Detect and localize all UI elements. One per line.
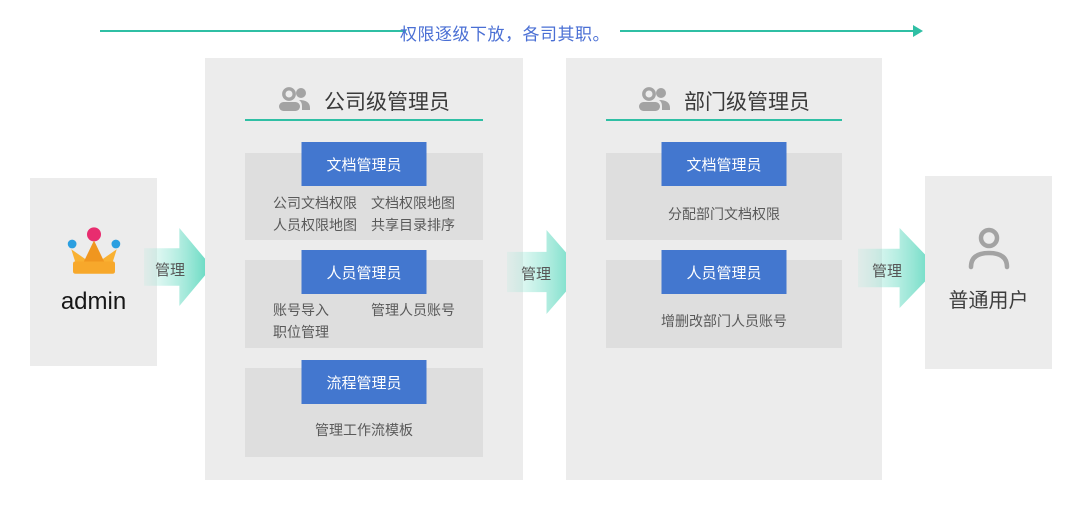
company-workflow-admin-button: 流程管理员 [301, 360, 427, 404]
duty-line: 增删改部门人员账号 [661, 313, 787, 329]
company-admin-box: 公司级管理员 公司文档权限 文档权限地图 人员权限地图 共享目录排序 文档管理员… [205, 58, 523, 480]
flow-arrow-2 [507, 230, 583, 314]
banner-line-right [620, 30, 914, 32]
company-personnel-admin-button: 人员管理员 [301, 250, 427, 294]
arrow-label-manage-3: 管理 [872, 263, 903, 280]
company-box-header: 公司级管理员 [205, 82, 523, 120]
people-icon [278, 85, 312, 118]
department-box-header: 部门级管理员 [566, 82, 882, 120]
duty-line: 账号导入 管理人员账号 [273, 302, 455, 318]
duty-line: 分配部门文档权限 [668, 205, 780, 222]
company-box-title: 公司级管理员 [324, 91, 450, 114]
banner-title: 权限逐级下放，各司其职。 [400, 25, 610, 44]
admin-node: admin [30, 178, 157, 366]
ordinary-user-label: 普通用户 [948, 290, 1029, 312]
company-title-underline [245, 119, 483, 121]
duty-line: 管理工作流模板 [315, 421, 413, 438]
banner-line-left [100, 30, 406, 32]
admin-label: admin [60, 288, 127, 315]
department-personnel-admin-button: 人员管理员 [661, 250, 787, 294]
department-doc-admin-button: 文档管理员 [661, 142, 787, 186]
ordinary-user-node: 普通用户 [925, 176, 1052, 369]
flow-arrow-3 [858, 228, 938, 308]
crown-icon [66, 226, 122, 276]
department-admin-box: 部门级管理员 分配部门文档权限 文档管理员 增删改部门人员账号 人员管理员 [566, 58, 882, 480]
department-title-underline [606, 119, 842, 121]
department-box-title: 部门级管理员 [684, 91, 810, 114]
banner-arrowhead-icon [913, 25, 923, 37]
people-icon [638, 85, 672, 118]
company-workflow-duty-panel: 管理工作流模板 [245, 368, 483, 457]
duty-line: 公司文档权限 文档权限地图 [273, 194, 455, 211]
company-doc-admin-button: 文档管理员 [301, 142, 427, 186]
arrow-label-manage-1: 管理 [155, 262, 186, 279]
user-icon [965, 224, 1013, 274]
duty-line: 人员权限地图 共享目录排序 [273, 216, 455, 233]
arrow-label-manage-2: 管理 [521, 266, 552, 283]
duty-line: 职位管理 [273, 324, 329, 340]
flow-arrow-1 [144, 228, 212, 306]
